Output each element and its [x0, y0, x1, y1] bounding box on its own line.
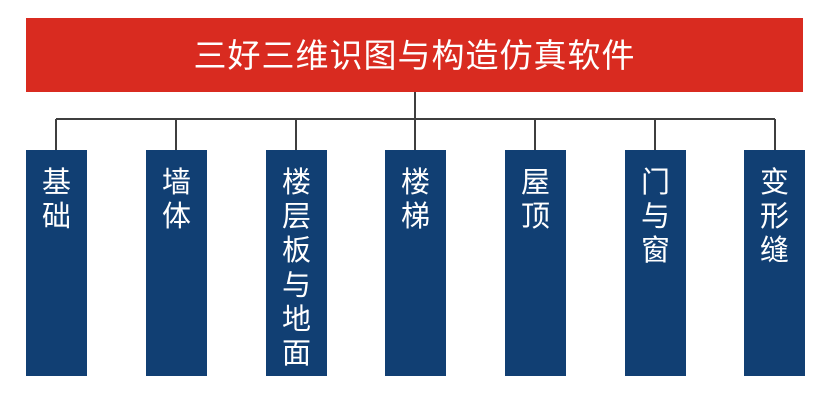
node-label-1: 基础 [41, 167, 71, 234]
node-box-2[interactable]: 墙体 [146, 150, 207, 376]
node-box-7[interactable]: 变形缝 [744, 150, 805, 376]
node-box-3[interactable]: 楼层板与地面 [266, 150, 327, 376]
node-label-4: 楼梯 [400, 167, 430, 234]
node-label-7: 变形缝 [759, 167, 789, 268]
node-label-5: 屋顶 [520, 167, 550, 234]
node-box-5[interactable]: 屋顶 [505, 150, 566, 376]
root-node-title-bar[interactable]: 三好三维识图与构造仿真软件 [26, 18, 803, 92]
node-label-3: 楼层板与地面 [281, 167, 311, 371]
node-box-6[interactable]: 门与窗 [625, 150, 686, 376]
node-box-1[interactable]: 基础 [26, 150, 87, 376]
page-title: 三好三维识图与构造仿真软件 [193, 36, 636, 74]
node-label-6: 门与窗 [640, 167, 670, 268]
node-label-2: 墙体 [161, 167, 191, 234]
node-box-4[interactable]: 楼梯 [385, 150, 446, 376]
